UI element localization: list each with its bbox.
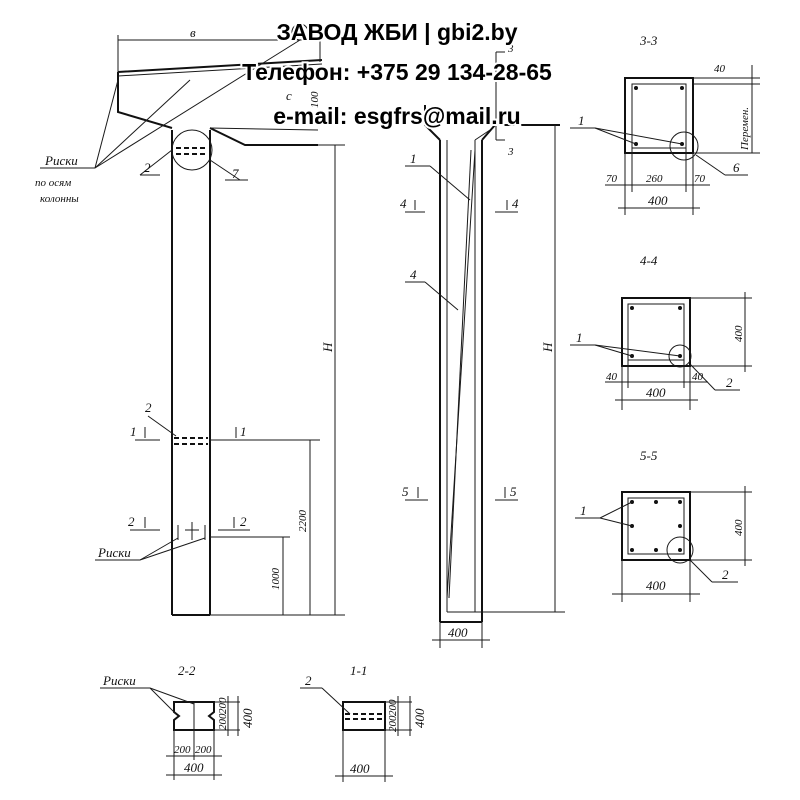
sec3-bottom-num: 3 (507, 146, 514, 158)
dim-260-sec3: 260 (646, 173, 663, 185)
section-4-4-title: 4-4 (640, 253, 658, 268)
dim-200a-sec2: 200 (174, 744, 191, 756)
dim-400-side-sec2: 400 (240, 708, 255, 728)
dim-c-label: с (286, 88, 292, 103)
dim-width-label: в (190, 25, 196, 40)
dim-200c-sec2: 200 (217, 697, 229, 714)
watermark-line3: e-mail: esgfrs@mail.ru (273, 103, 520, 129)
callout-2-top-label: 2 (144, 160, 151, 175)
callout-6-label: 6 (733, 160, 740, 175)
detail-circle-6 (669, 131, 699, 161)
section-5-5: 5-5 2 1 400 400 (575, 448, 752, 602)
dim-400-sec5: 400 (646, 578, 666, 593)
callout-2-mid-label: 2 (145, 400, 152, 415)
marks-bottom-label: Риски (97, 545, 131, 560)
sec5-left-num: 5 (402, 484, 409, 499)
marks-label: Риски (44, 153, 78, 168)
dim-400-sec1: 400 (350, 761, 370, 776)
section-2-right-num: 2 (240, 514, 247, 529)
dim-1000-label: 1000 (270, 568, 282, 591)
section-1-left-num: 1 (130, 424, 137, 439)
callout-2-sec1-label: 2 (305, 673, 312, 688)
dim-400-sec4: 400 (646, 385, 666, 400)
callout-2-sec4-label: 2 (726, 375, 733, 390)
section-1-1: 1-1 2 200 200 400 400 (300, 663, 427, 782)
dim-200d-sec2: 200 (217, 713, 229, 730)
marks-axes-line1: по осям (35, 177, 71, 189)
section-1-1-title: 1-1 (350, 663, 367, 678)
sec3-top-num: 3 (507, 43, 514, 55)
dim-40a-sec4: 40 (606, 371, 618, 383)
dim-2200-label: 2200 (297, 510, 309, 533)
height-label-right: Н (540, 342, 555, 353)
section-4-4: 4-4 2 1 400 40 400 40 (570, 253, 752, 410)
watermark: ЗАВОД ЖБИ | gbi2.by Телефон: +375 29 134… (240, 17, 554, 131)
dim-200a-sec1: 200 (387, 699, 399, 716)
section-2-2: 2-2 Риски 200 200 400 200 200 400 (100, 663, 255, 780)
detail-circle-2-sec5 (666, 536, 694, 564)
dim-400-side-sec4: 400 (733, 325, 745, 342)
section-1-right-num: 1 (240, 424, 247, 439)
watermark-line1: ЗАВОД ЖБИ | gbi2.by (277, 19, 518, 45)
dim-400-side-sec1: 400 (412, 708, 427, 728)
dim-400-right-elev: 400 (448, 625, 468, 640)
dim-200b-sec2: 200 (195, 744, 212, 756)
detail-circle-7 (171, 129, 213, 171)
dim-70a-sec3: 70 (606, 173, 618, 185)
callout-2-sec5-label: 2 (722, 567, 729, 582)
section-2-left-num: 2 (128, 514, 135, 529)
callout-1-sec4-label: 1 (576, 330, 583, 345)
callout-1-sec5-label: 1 (580, 503, 587, 518)
marks-axes-line2: колонны (40, 193, 79, 205)
section-5-5-title: 5-5 (640, 448, 658, 463)
dim-40-sec3: 40 (714, 63, 726, 75)
left-elevation: в с 100 3 7 2 Риски по осям колонны Н (35, 23, 345, 616)
section-3-3: 3-3 6 1 40 Перемен. 70 260 70 400 (570, 33, 760, 215)
dim-400-sec3: 400 (648, 193, 668, 208)
marks-label-sec2: Риски (102, 673, 136, 688)
dim-400-sec2: 400 (184, 760, 204, 775)
detail-circle-2-sec4 (668, 344, 692, 368)
dim-70b-sec3: 70 (694, 173, 706, 185)
dim-var-sec3: Перемен. (739, 107, 751, 151)
watermark-line2: Телефон: +375 29 134-28-65 (242, 59, 552, 85)
callout-4-right-label: 4 (410, 267, 417, 282)
callout-1-sec3-label: 1 (578, 113, 585, 128)
callout-7-label: 7 (232, 166, 239, 181)
callout-3-label: 3 (295, 27, 302, 39)
callout-1-right-label: 1 (410, 151, 417, 166)
right-elevation: 1 4 3 3 4 4 5 5 Н 400 (400, 43, 565, 648)
dim-200b-sec1: 200 (387, 715, 399, 732)
dim-100-label: 100 (309, 91, 321, 108)
sec4-left-num: 4 (400, 196, 407, 211)
section-2-2-title: 2-2 (178, 663, 196, 678)
sec4-right-num: 4 (512, 196, 519, 211)
section-3-3-title: 3-3 (639, 33, 658, 48)
sec5-right-num: 5 (510, 484, 517, 499)
dim-40b-sec4: 40 (692, 371, 704, 383)
height-label-left: Н (320, 342, 335, 353)
dim-400-side-sec5: 400 (733, 519, 745, 536)
